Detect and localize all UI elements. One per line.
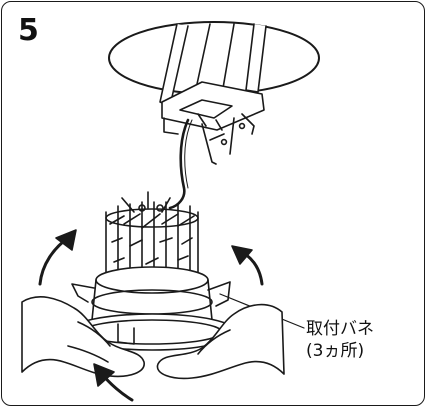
mounting-spring-count: (3ヵ所) — [306, 341, 365, 361]
push-arrow-icon — [93, 363, 134, 402]
ceiling-bracket — [159, 23, 267, 165]
step-number: 5 — [18, 13, 39, 48]
right-hand — [156, 303, 285, 380]
ceiling-opening — [108, 21, 320, 95]
mounting-spring-label: 取付バネ — [306, 319, 374, 339]
installation-illustration — [21, 21, 320, 402]
socket-cage — [105, 191, 199, 289]
rotate-arrow-icon — [231, 245, 264, 286]
power-cable — [168, 118, 193, 210]
left-hand — [21, 296, 145, 378]
rotate-arrow-icon — [38, 229, 77, 286]
